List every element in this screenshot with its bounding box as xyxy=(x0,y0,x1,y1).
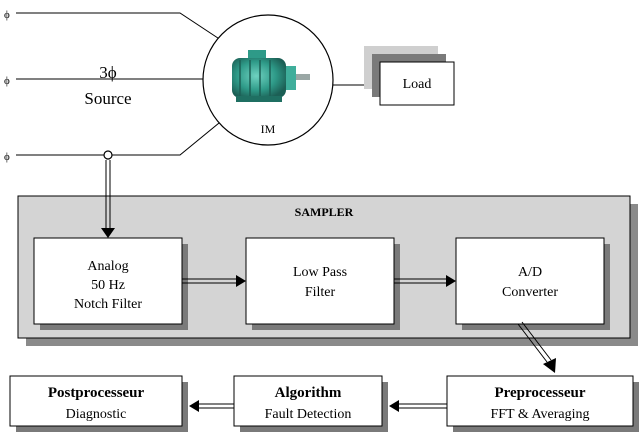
notch-filter-line2: 50 Hz xyxy=(91,278,125,293)
algorithm-block xyxy=(233,375,383,427)
source-label-phase: 3ϕ xyxy=(99,63,117,82)
preprocesseur-subtitle: FFT & Averaging xyxy=(490,407,589,422)
load-box xyxy=(379,61,455,106)
arrow-preprocesseur-to-algorithm xyxy=(389,400,447,412)
ad-converter-line1: A/D xyxy=(518,265,542,280)
arrow-ad-to-preprocesseur xyxy=(517,321,556,373)
algorithm-subtitle: Fault Detection xyxy=(265,407,352,422)
lowpass-filter-block xyxy=(245,237,395,325)
arrow-algorithm-to-postprocesseur xyxy=(189,400,234,412)
preprocesseur-block xyxy=(446,375,634,427)
source-label: Source xyxy=(84,89,131,108)
input-arrow xyxy=(101,160,115,238)
tap-point xyxy=(103,150,113,160)
postprocesseur-title: Postprocesseur xyxy=(48,385,145,401)
phase-mark-1: ϕ xyxy=(4,9,10,21)
sampler-title: SAMPLER xyxy=(295,205,354,219)
notch-filter-block xyxy=(33,237,183,325)
ad-converter-line2: Converter xyxy=(502,285,558,300)
arrow-notch-to-lowpass xyxy=(182,275,246,287)
phase-mark-2: ϕ xyxy=(4,75,10,87)
supply-lines: ϕ ϕ ϕ xyxy=(4,9,231,163)
postprocesseur-subtitle: Diagnostic xyxy=(66,407,127,422)
notch-filter-line3: Notch Filter xyxy=(74,297,142,312)
lowpass-filter-line2: Filter xyxy=(305,285,336,300)
notch-filter-line1: Analog xyxy=(87,259,128,274)
postprocesseur-block xyxy=(9,375,183,427)
phase-mark-3: ϕ xyxy=(4,151,10,163)
ad-converter-block xyxy=(455,237,605,325)
induction-motor: IM xyxy=(202,14,334,146)
algorithm-title: Algorithm xyxy=(275,385,342,401)
arrow-lowpass-to-ad xyxy=(394,275,456,287)
preprocesseur-title: Preprocesseur xyxy=(494,385,585,401)
motor-label: IM xyxy=(261,122,276,136)
lowpass-filter-line1: Low Pass xyxy=(293,265,347,280)
load-label: Load xyxy=(403,77,432,92)
motor-icon xyxy=(232,50,310,102)
